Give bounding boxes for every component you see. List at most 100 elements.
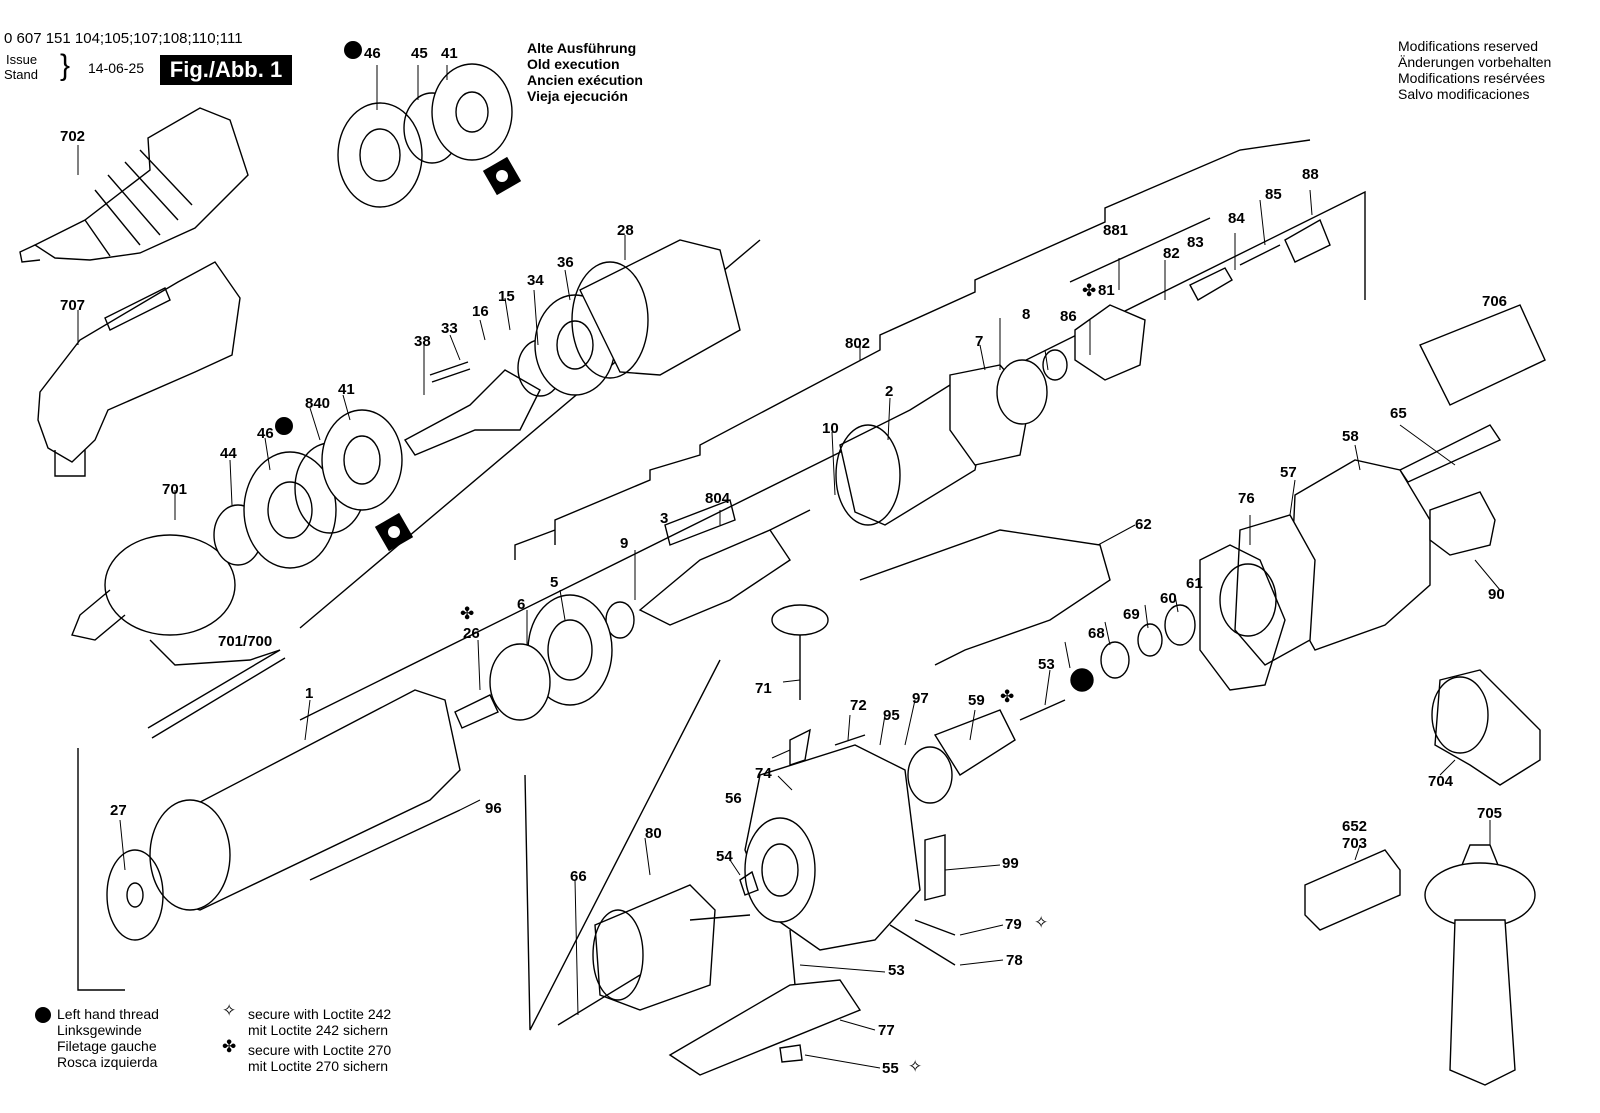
part-label: 95 xyxy=(883,707,900,724)
issue-brace: } xyxy=(60,49,71,82)
part-label: 74 xyxy=(755,765,772,782)
part-label: 66 xyxy=(570,868,587,885)
part-label: 46 xyxy=(257,425,274,442)
axis-line-main xyxy=(299,190,1366,721)
part-label: 85 xyxy=(1265,186,1282,203)
part-74 xyxy=(789,728,811,766)
part-46-ring xyxy=(243,451,337,569)
loctite-242-icon: ✧ xyxy=(222,1001,237,1020)
part-label: 96 xyxy=(485,800,502,817)
part-label: 3 xyxy=(660,510,669,527)
part-label: 65 xyxy=(1390,405,1407,422)
part-99 xyxy=(924,834,946,901)
part-54 xyxy=(739,870,759,896)
part-86 xyxy=(1042,349,1068,381)
part-label: 41 xyxy=(338,381,355,398)
legend-left-thread-es: Rosca izquierda xyxy=(57,1054,158,1070)
part-label: 56 xyxy=(725,790,742,807)
figure-label: Fig./Abb. 1 xyxy=(160,55,292,85)
part-703 xyxy=(1304,849,1401,931)
part-59 xyxy=(933,709,1016,776)
part-label: 79 xyxy=(1005,916,1022,933)
part-label: 9 xyxy=(620,535,629,552)
part-26 xyxy=(454,694,499,729)
part-label: 41 xyxy=(441,45,458,62)
part-label: 76 xyxy=(1238,490,1255,507)
part-41-bearing xyxy=(321,409,403,511)
part-55 xyxy=(779,1044,803,1063)
part-69 xyxy=(1100,641,1130,679)
model-numbers: 0 607 151 104;105;107;108;110;111 xyxy=(4,30,243,47)
part-label: 72 xyxy=(850,697,867,714)
part-label: 84 xyxy=(1228,210,1245,227)
part-label: 15 xyxy=(498,288,515,305)
part-90 xyxy=(1429,491,1496,556)
old-41 xyxy=(431,63,513,161)
part-label: 1 xyxy=(305,685,314,702)
part-label: 78 xyxy=(1006,952,1023,969)
issue-label: Issue xyxy=(6,52,38,67)
part-804 xyxy=(664,499,736,546)
part-label: 53 xyxy=(1038,656,1055,673)
part-label: 60 xyxy=(1160,590,1177,607)
legend-loctite-242-en: secure with Loctite 242 xyxy=(248,1006,392,1022)
part-84 xyxy=(1189,267,1233,301)
part-79 xyxy=(914,919,956,936)
part-label: 44 xyxy=(220,445,237,462)
part-label: 57 xyxy=(1280,464,1297,481)
part-label: 706 xyxy=(1482,293,1508,310)
axis-line-lower xyxy=(77,748,125,991)
part-label: 5 xyxy=(550,574,559,591)
part-label: 71 xyxy=(755,680,772,697)
legend-left-thread-de: Linksgewinde xyxy=(57,1022,142,1038)
part-label: 33 xyxy=(441,320,458,337)
part-6 xyxy=(489,643,551,721)
part-88 xyxy=(1284,218,1331,263)
loctite-242-marker: ✧ xyxy=(908,1057,923,1076)
part-label: 652 xyxy=(1342,818,1368,835)
part-80 xyxy=(594,884,716,1011)
part-68 xyxy=(1070,668,1094,692)
bearing-marks xyxy=(374,156,522,552)
part-label: 54 xyxy=(716,848,733,865)
legend-loctite-242-de: mit Loctite 242 sichern xyxy=(248,1022,389,1038)
part-label: 46 xyxy=(364,45,381,62)
part-61 xyxy=(1164,604,1196,646)
part-label: 53 xyxy=(888,962,905,979)
part-label: 2 xyxy=(885,383,894,400)
loctite-270-icon: ✤ xyxy=(222,1037,237,1056)
part-706 xyxy=(1419,304,1546,406)
part-704 xyxy=(1434,669,1541,786)
part-label: 701 xyxy=(162,481,188,498)
part-label: 36 xyxy=(557,254,574,271)
part-label: 77 xyxy=(878,1022,895,1039)
part-65 xyxy=(1398,424,1502,483)
part-label: 10 xyxy=(822,420,839,437)
part-60 xyxy=(1137,623,1163,657)
part-707 xyxy=(37,261,241,477)
part-label: 704 xyxy=(1428,773,1454,790)
modifications-en: Modifications reserved xyxy=(1398,38,1539,54)
part-label: 802 xyxy=(845,335,871,352)
part-label: 68 xyxy=(1088,625,1105,642)
part-label: 16 xyxy=(472,303,489,320)
part-label: 69 xyxy=(1123,606,1140,623)
part-label: 34 xyxy=(527,272,544,289)
part-label: 55 xyxy=(882,1060,899,1077)
old-execution-en: Old execution xyxy=(527,56,620,72)
legend-left-thread-fr: Filetage gauche xyxy=(57,1038,157,1054)
part-53 xyxy=(1019,699,1066,721)
part-label: 82 xyxy=(1163,245,1180,262)
part-label: 80 xyxy=(645,825,662,842)
part-label: 86 xyxy=(1060,308,1077,325)
part-28 xyxy=(579,239,741,376)
part-38 xyxy=(403,369,541,456)
part-label: 6 xyxy=(517,596,526,613)
part-label: 27 xyxy=(110,802,127,819)
loctite-270-marker: ✤ xyxy=(1000,687,1015,706)
old-execution-fr: Ancien exécution xyxy=(527,72,643,88)
legend-left-thread-en: Left hand thread xyxy=(57,1006,159,1022)
part-81 xyxy=(1074,304,1146,381)
